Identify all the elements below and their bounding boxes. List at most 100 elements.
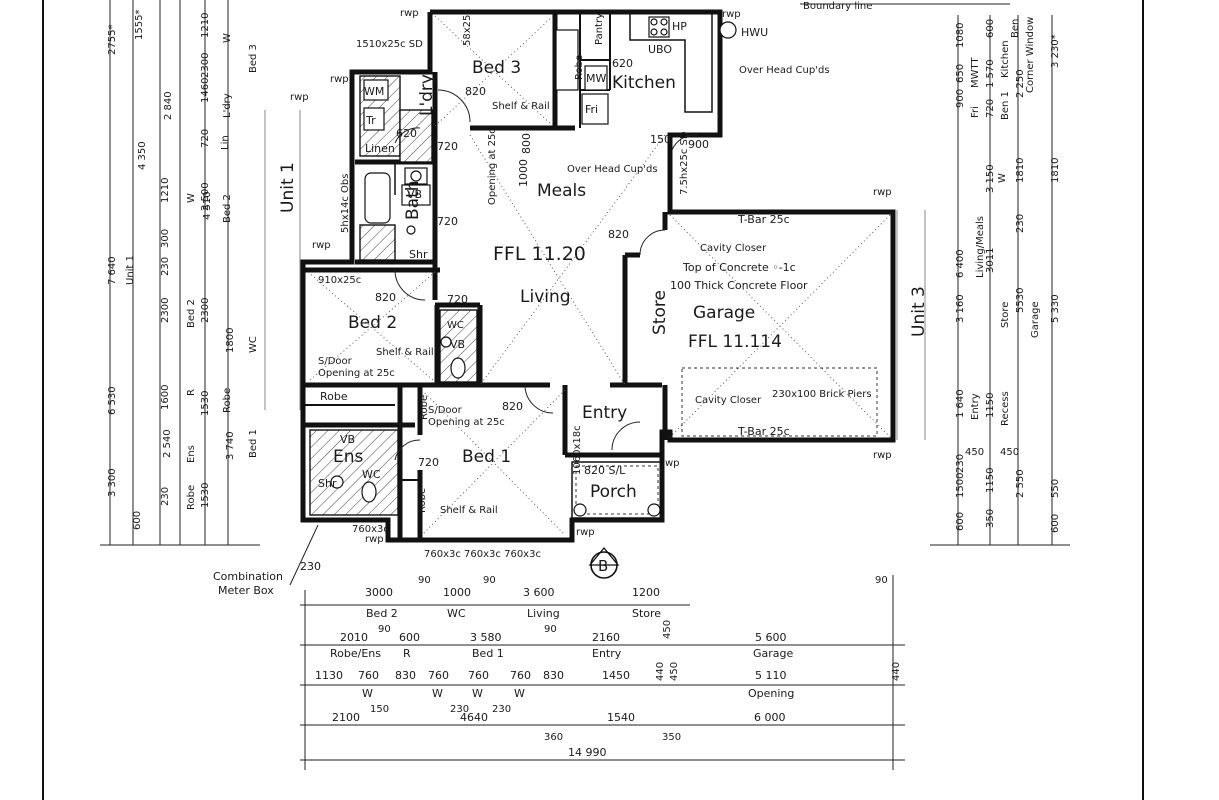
note-brick-piers: 230x100 Brick Piers [772,389,872,400]
dim-r3-opening: Opening [748,687,794,700]
dim-right-label-entry: Entry [970,393,981,420]
door-820-bed2: 820 [375,291,396,304]
dim-right-c1-11: 600 [955,512,966,531]
ffl-garage: FFL 11.114 [688,332,782,352]
door-720-ens: 720 [418,456,439,469]
dim-left-mid-7: 2300 [160,298,171,323]
dim-right-c2-0: 600 [985,19,996,38]
dim-r4-1: 4640 [460,711,488,724]
dim-left-label-ens: Ens [186,445,197,463]
note-shelf-bed2: Shelf & Rail [376,347,434,358]
dim-left-inner-9: 1800 [225,328,236,353]
label-rwp-4: rwp [290,92,309,103]
grid-marker-label: B [598,557,608,575]
dim-left-label-ldry: L'dry [222,93,233,118]
dim-r3-8: 440 [655,662,666,681]
dim-left-mid-1: 2 840 [163,91,174,120]
fixture-labels: WM Tr Linen VB Shr VB VB Shr WC Robe Rob… [290,8,892,545]
dim-right-label-ben: Ben [1010,19,1021,38]
neighbour-walls [264,110,926,440]
dim-r3-5: 760 [510,669,531,682]
dim-r2-6: 450 [662,620,673,639]
label-rwp-2: rwp [722,9,741,20]
dim-right-label-store: Store [1000,302,1011,328]
label-shr-bath: Shr [409,248,428,261]
note-1060: 1060x18c [572,425,583,475]
label-vb-wc: VB [450,338,465,351]
dim-right-c3-2: 230 [1015,214,1026,233]
dim-left-label-w1: W [222,33,233,43]
room-store: Store [650,290,670,335]
label-rwp-9: rwp [576,527,595,538]
dim-left-mid-2: 4 350 [137,141,148,170]
dim-right-c1-7: 1 640 [955,389,966,418]
dim-left-label-lin: Lin [220,135,231,150]
label-ubo: UBO [648,43,672,56]
house-walls [300,9,896,543]
dim-r2-1: 90 [378,624,391,635]
dim-right-c4-0: 1810 [1050,158,1061,183]
dim-right-c4-2: 550 [1050,479,1061,498]
dim-r1-5: 1200 [632,586,660,599]
dim-left-inner-11: 3 740 [225,431,236,460]
door-720-b: 720 [437,215,458,228]
dim-right-c1-8: 230 [955,454,966,473]
dim-left-inner-1: 2300 [200,53,211,78]
dim-right-c1-3: 900 [955,89,966,108]
note-meter-box: Meter Box [218,584,274,597]
door-820-bed1: 820 [502,400,523,413]
note-window-sizes: 760x3c 760x3c 760x3c [424,549,541,560]
left-dimensions: 2755* 7 640 6 530 3 300 Unit 1 1555* 2 8… [100,0,260,546]
door-720-wc: 720 [447,293,468,306]
label-rwp-1: rwp [400,8,419,19]
label-shr-ens: Shr [318,477,337,490]
dim-left-mid-10: 2 540 [162,429,173,458]
note-tbar-top: T-Bar 25c [737,213,790,226]
dim-r2-2: 600 [399,631,420,644]
dim-right-c3-4: 2 550 [1015,469,1026,498]
dim-r3-3: 760 [428,669,449,682]
room-bed1: Bed 1 [462,447,511,467]
door-620-kitchen: 620 [612,57,633,70]
dim-r4-sub-1: 350 [662,732,681,743]
dim-r3-2: 830 [395,669,416,682]
room-porch: Porch [590,482,637,502]
dim-r2-0: 2010 [340,631,368,644]
note-opening-bed1: Opening at 25c [428,417,505,428]
dim-r3-4: 760 [468,669,489,682]
dim-right-c3-3: 5530 [1015,288,1026,313]
dim-left-outer-0: 2755* [107,25,118,55]
dim-right-label-w: W [997,173,1008,183]
dim-r1-label-store: Store [632,607,661,620]
note-cavity-2: Cavity Closer [695,395,762,406]
dim-left-mid-12: 230 [160,487,171,506]
dim-right-label-fri: Fri [970,106,981,118]
dim-total: 14 990 [568,746,607,759]
room-garage: Garage [693,303,755,323]
dim-right-c2-5: 1150 [985,393,996,418]
dim-right-c3-1: 1810 [1015,158,1026,183]
dim-r3-11: 440 [891,662,902,681]
room-ldry: L'dry [417,74,437,116]
dim-r2-7: 5 600 [755,631,787,644]
dim-left-label-bed1: Bed 1 [248,429,259,458]
neighbour-unit1: Unit 1 [278,162,298,213]
dim-right-c1-0: 1080 [955,23,966,48]
dim-right-c1-9: 1500 [955,473,966,498]
label-robe-bed1a: Robe [419,395,430,420]
dim-right-c2-1: 1 570 [985,59,996,88]
dim-left-mid-5: 300 [160,229,171,248]
dim-r3-6: 830 [543,669,564,682]
note-concrete-floor: 100 Thick Concrete Floor [670,279,808,292]
leader-meter [289,524,319,586]
ffl-house: FFL 11.20 [493,243,586,265]
note-shelf-bed1: Shelf & Rail [440,505,498,516]
note-tbar-bottom: T-Bar 25c [737,425,790,438]
dim-left-mid-6: 230 [160,257,171,276]
dim-right-c4-1: 5 330 [1050,294,1061,323]
dim-r4-3: 6 000 [754,711,786,724]
dim-r4-sub-0: 360 [544,732,563,743]
dim-r3-1: 760 [358,669,379,682]
dim-left-mid-4: 1210 [160,178,171,203]
dim-left-inner-4: 2 500 [200,182,211,211]
